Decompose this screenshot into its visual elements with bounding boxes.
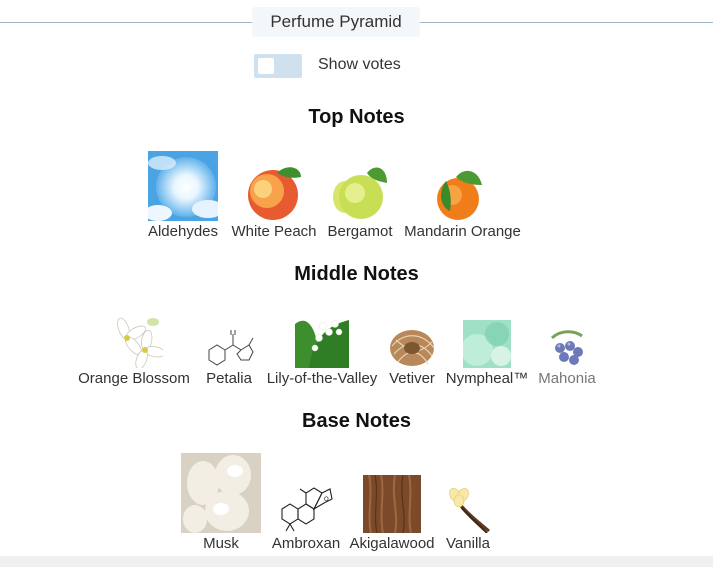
- top-notes-title: Top Notes: [308, 106, 405, 128]
- note-label: Musk: [203, 535, 239, 552]
- peach-icon: [248, 167, 301, 220]
- note-vanilla[interactable]: Vanilla: [440, 450, 496, 552]
- base-notes-title: Base Notes: [302, 410, 411, 432]
- note-label: Akigalawood: [349, 535, 435, 552]
- note-nympheal[interactable]: Nympheal™: [442, 305, 532, 387]
- mandarin-orange-icon: [436, 170, 482, 220]
- petalia-molecule-icon: [208, 330, 254, 366]
- page-title: Perfume Pyramid: [252, 7, 420, 37]
- note-white-peach[interactable]: White Peach: [226, 148, 322, 240]
- note-bergamot[interactable]: Bergamot: [323, 148, 397, 240]
- show-votes-label: Show votes: [318, 56, 401, 73]
- note-label: Nympheal™: [445, 370, 529, 387]
- vanilla-icon: [449, 488, 490, 533]
- note-ambroxan[interactable]: O Ambroxan: [266, 450, 346, 552]
- bottom-bar: [0, 556, 713, 567]
- lily-of-the-valley-icon: [295, 310, 349, 368]
- toggle-knob: [258, 58, 274, 74]
- note-label: Mahonia: [538, 370, 596, 387]
- akigalawood-icon: [363, 475, 421, 533]
- note-label: Lily-of-the-Valley: [266, 370, 378, 387]
- nympheal-icon: [463, 320, 511, 368]
- note-musk[interactable]: Musk: [180, 450, 262, 552]
- note-label: Aldehydes: [147, 223, 219, 240]
- middle-notes-title: Middle Notes: [294, 263, 419, 285]
- ambroxan-molecule-icon: O: [281, 487, 333, 532]
- mahonia-berries-icon: [550, 330, 583, 365]
- note-akigalawood[interactable]: Akigalawood: [346, 450, 438, 552]
- header-divider-right: [420, 22, 713, 23]
- note-label: Ambroxan: [271, 535, 341, 552]
- note-label: Vanilla: [446, 535, 490, 552]
- note-vetiver[interactable]: Vetiver: [385, 305, 439, 387]
- note-petalia[interactable]: Petalia: [200, 305, 258, 387]
- vetiver-icon: [390, 330, 435, 366]
- note-mahonia[interactable]: Mahonia: [535, 305, 599, 387]
- note-label: Bergamot: [327, 223, 393, 240]
- note-label: Orange Blossom: [78, 370, 190, 387]
- note-mandarin-orange[interactable]: Mandarin Orange: [400, 148, 525, 240]
- pyramid-header: Perfume Pyramid: [0, 7, 713, 37]
- header-divider-left: [0, 22, 252, 23]
- orange-blossom-icon: [117, 317, 163, 368]
- musk-icon: [181, 453, 261, 533]
- note-aldehydes[interactable]: Aldehydes: [146, 148, 220, 240]
- show-votes-toggle[interactable]: [254, 54, 302, 78]
- svg-text:O: O: [324, 497, 329, 503]
- note-label: Vetiver: [389, 370, 435, 387]
- sky-clouds-icon: [148, 151, 218, 221]
- note-label: Mandarin Orange: [404, 223, 521, 240]
- note-lily-of-the-valley[interactable]: Lily-of-the-Valley: [262, 305, 382, 387]
- note-label: Petalia: [206, 370, 252, 387]
- note-orange-blossom[interactable]: Orange Blossom: [74, 305, 194, 387]
- note-label: White Peach: [231, 223, 317, 240]
- bergamot-icon: [333, 167, 387, 219]
